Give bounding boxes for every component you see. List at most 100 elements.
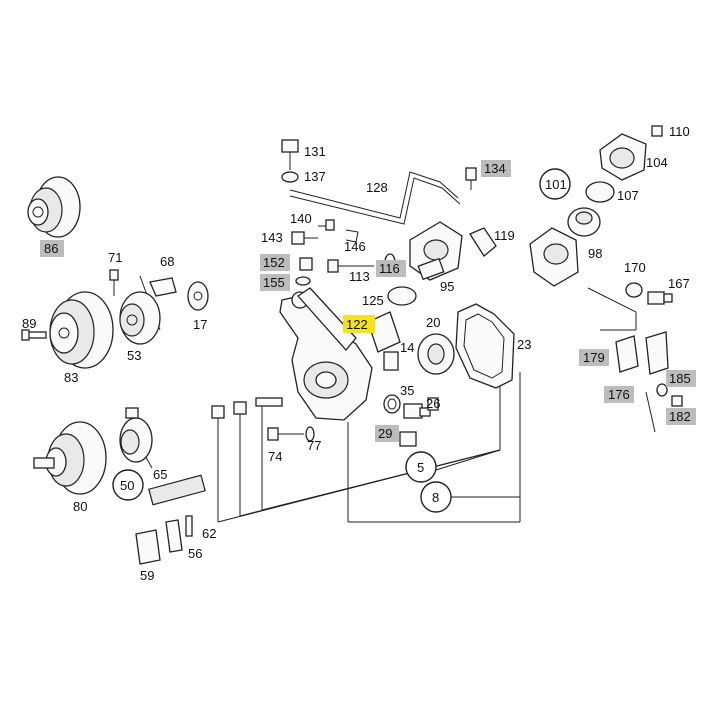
housing-98	[529, 227, 579, 287]
thermostat-part	[567, 207, 601, 237]
label-128: 128	[366, 180, 388, 195]
plug-152	[299, 257, 313, 271]
screw-110	[651, 125, 663, 137]
bolt-71	[109, 269, 119, 296]
nut-182	[656, 383, 668, 397]
spring-65	[148, 474, 206, 506]
label-176: 176	[608, 387, 630, 402]
label-65: 65	[153, 467, 167, 482]
highlight-179	[579, 349, 609, 366]
label-131: 131	[304, 144, 326, 159]
bolt-74	[267, 427, 304, 441]
highlight-86	[40, 240, 64, 257]
cap-14	[383, 351, 399, 371]
washer-77	[305, 426, 315, 442]
screw-140	[318, 219, 335, 231]
label-107: 107	[617, 188, 639, 203]
highlight-134	[481, 160, 511, 177]
label-182: 182	[669, 409, 691, 424]
pulley-83	[49, 291, 114, 369]
label-185: 185	[669, 371, 691, 386]
label-77: 77	[307, 438, 321, 453]
bolt-62	[185, 515, 193, 537]
stud-small	[255, 397, 283, 407]
label-122: 122	[346, 317, 368, 332]
pump-pipe	[297, 287, 357, 351]
gasket-23	[455, 303, 515, 389]
bolt-143	[291, 231, 318, 245]
clamp-125	[387, 286, 417, 306]
highlight-29	[375, 425, 399, 442]
label-119: 119	[494, 228, 515, 243]
label-86: 86	[44, 241, 58, 256]
pipe-128	[289, 171, 461, 225]
label-152: 152	[263, 255, 285, 270]
fitting-185	[645, 331, 669, 375]
label-14: 14	[400, 340, 414, 355]
label-125: 125	[362, 293, 384, 308]
label-140: 140	[290, 211, 312, 226]
washer-155	[295, 276, 311, 286]
label-68: 68	[160, 254, 174, 269]
circle-8	[420, 481, 452, 513]
sensor-167	[647, 291, 673, 305]
pulley-53	[119, 291, 161, 345]
bolt-134	[465, 167, 477, 190]
label-89: 89	[22, 316, 36, 331]
label-62: 62	[202, 526, 216, 541]
highlight-176	[604, 386, 634, 403]
circle-50	[112, 469, 144, 501]
bracket-68	[149, 277, 177, 297]
housing-104	[599, 133, 647, 181]
highlight-116	[376, 260, 406, 277]
label-35: 35	[400, 383, 414, 398]
washer-137	[281, 171, 299, 183]
bolt-89	[21, 329, 47, 341]
highlight-155	[260, 274, 290, 291]
label-101: 101	[545, 177, 567, 192]
label-83: 83	[64, 370, 78, 385]
tensioner-65	[119, 407, 153, 463]
pulley-80	[33, 421, 107, 495]
label-59: 59	[140, 568, 154, 583]
highlight-122	[343, 315, 375, 333]
label-167: 167	[668, 276, 690, 291]
gasket-176	[615, 335, 639, 373]
clip-146	[345, 229, 359, 243]
hub-17	[187, 281, 209, 311]
ring-170	[625, 282, 643, 298]
label-23: 23	[517, 337, 531, 352]
label-116: 116	[379, 261, 400, 276]
label-95: 95	[440, 279, 454, 294]
label-137: 137	[304, 169, 326, 184]
nut-small-1	[211, 405, 225, 419]
label-74: 74	[268, 449, 282, 464]
label-134: 134	[484, 161, 506, 176]
highlight-185	[666, 370, 696, 387]
fitting-26	[403, 397, 439, 419]
label-5: 5	[417, 460, 424, 475]
label-17: 17	[193, 317, 207, 332]
label-170: 170	[624, 260, 646, 275]
circle-101	[539, 168, 571, 200]
label-56: 56	[188, 546, 202, 561]
clip-56	[165, 519, 183, 553]
part-labels: 131 137 128 134 110 104 101 107 86 140 1…	[22, 124, 691, 583]
label-179: 179	[583, 350, 605, 365]
thermostat-housing-95	[409, 221, 463, 281]
hose-122	[367, 311, 401, 353]
nut-182b	[671, 395, 683, 407]
label-98: 98	[588, 246, 602, 261]
ring-107	[585, 181, 615, 203]
label-146: 146	[344, 239, 366, 254]
bolt-131	[281, 139, 299, 170]
plug-29	[399, 431, 417, 447]
bolt-113	[327, 259, 374, 273]
impeller-20	[417, 333, 455, 375]
clip-59	[135, 529, 161, 565]
label-110: 110	[669, 124, 690, 139]
label-20: 20	[426, 315, 440, 330]
pulley-86	[27, 176, 81, 238]
highlight-152	[260, 254, 290, 271]
circle-5	[405, 451, 437, 483]
